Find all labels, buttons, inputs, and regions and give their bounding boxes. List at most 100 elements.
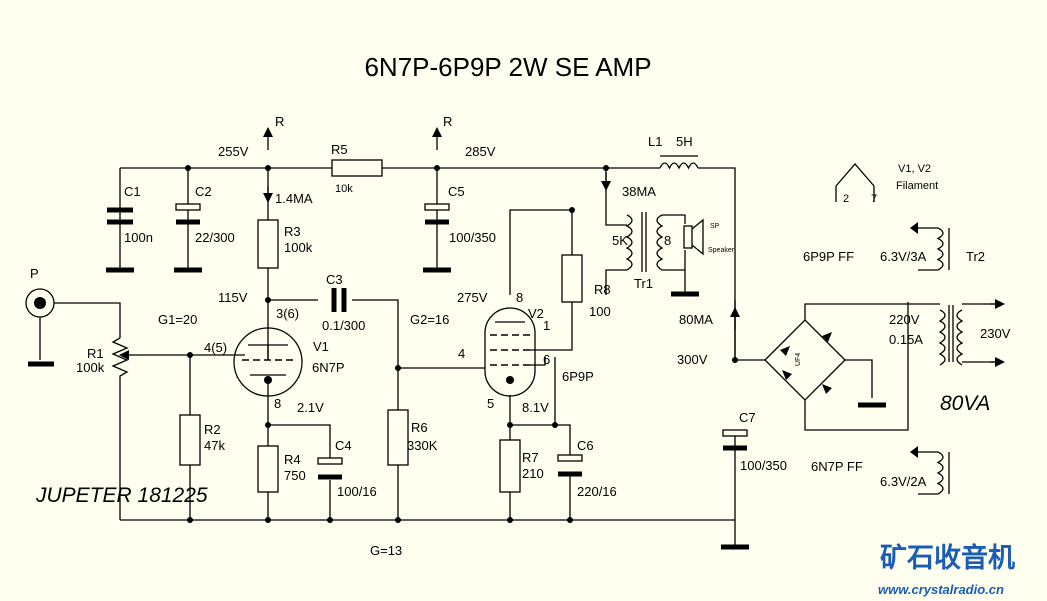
v2-type: 6P9P <box>562 369 594 384</box>
c2-capacitor: C2 22/300 <box>174 184 235 273</box>
r2-value: 47k <box>204 438 225 453</box>
rail-arrow-255: R 255V <box>218 114 284 159</box>
output-transformer: 5K 8 Tr1 <box>612 212 699 297</box>
rail-r1-label: R <box>275 114 284 129</box>
c5-value: 100/350 <box>449 230 496 245</box>
v1-type: 6N7P <box>312 360 345 375</box>
speaker-icon: SP Speaker <box>683 218 735 256</box>
v1-triode: 3(6) 4(5) 8 V1 6N7P <box>204 306 345 411</box>
rail-arrow-285: R 285V <box>432 114 496 159</box>
r4-ref: R4 <box>284 452 301 467</box>
r8-ref: R8 <box>594 282 611 297</box>
tr1-secondary: 8 <box>664 233 671 248</box>
author-credit: JUPETER 181225 <box>35 484 208 507</box>
v2-pin-g1: 4 <box>458 346 465 361</box>
heater2-tube: 6N7P FF <box>811 459 863 474</box>
r6-resistor: R6 330K <box>387 409 438 466</box>
c4-capacitor: C4 100/16 <box>317 438 377 499</box>
r3-ref: R3 <box>284 224 301 239</box>
r2-resistor: R2 47k <box>179 414 225 466</box>
filament-pin-2: 2 <box>843 193 849 205</box>
c1-ref: C1 <box>124 184 141 199</box>
r1-potentiometer: R1 100k <box>76 337 132 380</box>
r8-value: 100 <box>589 304 611 319</box>
c7-ref: C7 <box>739 410 756 425</box>
c6-ref: C6 <box>577 438 594 453</box>
current-38ma-label: 38MA <box>622 184 656 199</box>
r1-value: 100k <box>76 360 105 375</box>
primary-voltage: 230V <box>980 326 1011 341</box>
c7-value: 100/350 <box>740 458 787 473</box>
v2-pentode: 275V 8 V2 1 4 6 5 6P9P <box>457 290 594 411</box>
r1-ref: R1 <box>87 346 104 361</box>
transformer-rating: 80VA <box>940 392 990 415</box>
r3-resistor: R3 100k <box>257 219 313 269</box>
v2-pin-6: 6 <box>543 352 550 367</box>
speaker-label: Speaker <box>708 247 735 254</box>
v1-pin-grid: 4(5) <box>204 340 227 355</box>
c2-ref: C2 <box>195 184 212 199</box>
bridge-rectifier: UF4 <box>735 302 940 431</box>
r5-value: 10k <box>335 183 353 195</box>
junctions <box>185 165 738 523</box>
voltage-300: 300V <box>677 352 708 367</box>
r4-value: 750 <box>284 468 306 483</box>
c1-capacitor: C1 100n <box>106 184 153 273</box>
r6-ref: R6 <box>411 420 428 435</box>
voltage-275: 275V <box>457 290 488 305</box>
c3-value: 0.1/300 <box>322 318 365 333</box>
c3-capacitor: C3 0.1/300 <box>322 272 365 333</box>
c3-ref: C3 <box>326 272 343 287</box>
filament-connector: 2 7 V1, V2 Filament <box>835 163 938 205</box>
heater-winding-6p9p: 6P9P FF 6.3V/3A Tr2 <box>803 222 985 271</box>
c4-ref: C4 <box>335 438 352 453</box>
r6-value: 330K <box>407 438 438 453</box>
c4-value: 100/16 <box>337 484 377 499</box>
r5-resistor: R5 10k <box>331 142 383 195</box>
v2-pin-g2: 1 <box>543 318 550 333</box>
bridge-label: UF4 <box>795 353 802 366</box>
c2-value: 22/300 <box>195 230 235 245</box>
r7-ref: R7 <box>522 450 539 465</box>
voltage-115: 115V <box>218 290 248 305</box>
current-38ma: 38MA <box>601 172 656 199</box>
v2-ref: V2 <box>528 306 544 321</box>
heater1-rating: 6.3V/3A <box>880 249 927 264</box>
input-label: P <box>30 266 39 281</box>
secondary-current: 0.15A <box>889 332 923 347</box>
r5-ref: R5 <box>331 142 348 157</box>
c5-ref: C5 <box>448 184 465 199</box>
r2-ref: R2 <box>204 422 221 437</box>
heater2-rating: 6.3V/2A <box>880 474 927 489</box>
voltage-2-1: 2.1V <box>297 400 324 415</box>
voltage-285: 285V <box>465 144 496 159</box>
supply-rail <box>119 167 736 545</box>
l1-choke: L1 5H <box>648 134 699 170</box>
filament-sub: Filament <box>896 180 938 192</box>
filament-title: V1, V2 <box>898 163 931 175</box>
l1-ref: L1 <box>648 134 662 149</box>
r7-value: 210 <box>522 466 544 481</box>
power-transformer-main: 220V 0.15A 230V <box>889 299 1011 367</box>
c1-value: 100n <box>124 230 153 245</box>
speaker-sp-label: SP <box>710 223 720 230</box>
voltage-255: 255V <box>218 144 249 159</box>
gain-g1: G1=20 <box>158 312 197 327</box>
filament-pin-7: 7 <box>871 193 877 205</box>
c6-capacitor: C6 220/16 <box>557 438 617 499</box>
heater1-tube: 6P9P FF <box>803 249 854 264</box>
rail-r2-label: R <box>443 114 452 129</box>
v1-pin-cathode: 8 <box>274 396 281 411</box>
diagram-title: 6N7P-6P9P 2W SE AMP <box>364 52 651 82</box>
v2-pin-anode: 8 <box>516 290 523 305</box>
r8-resistor: R8 100 <box>561 254 611 319</box>
gain-g2: G2=16 <box>410 312 449 327</box>
c6-value: 220/16 <box>577 484 617 499</box>
r3-value: 100k <box>284 240 313 255</box>
current-80ma: 80MA <box>679 307 740 330</box>
heater-winding-6n7p: 6N7P FF 6.3V/2A <box>811 446 950 495</box>
tr2-ref: Tr2 <box>966 249 985 264</box>
v1-ref: V1 <box>313 339 329 354</box>
tr1-ref: Tr1 <box>634 276 653 291</box>
